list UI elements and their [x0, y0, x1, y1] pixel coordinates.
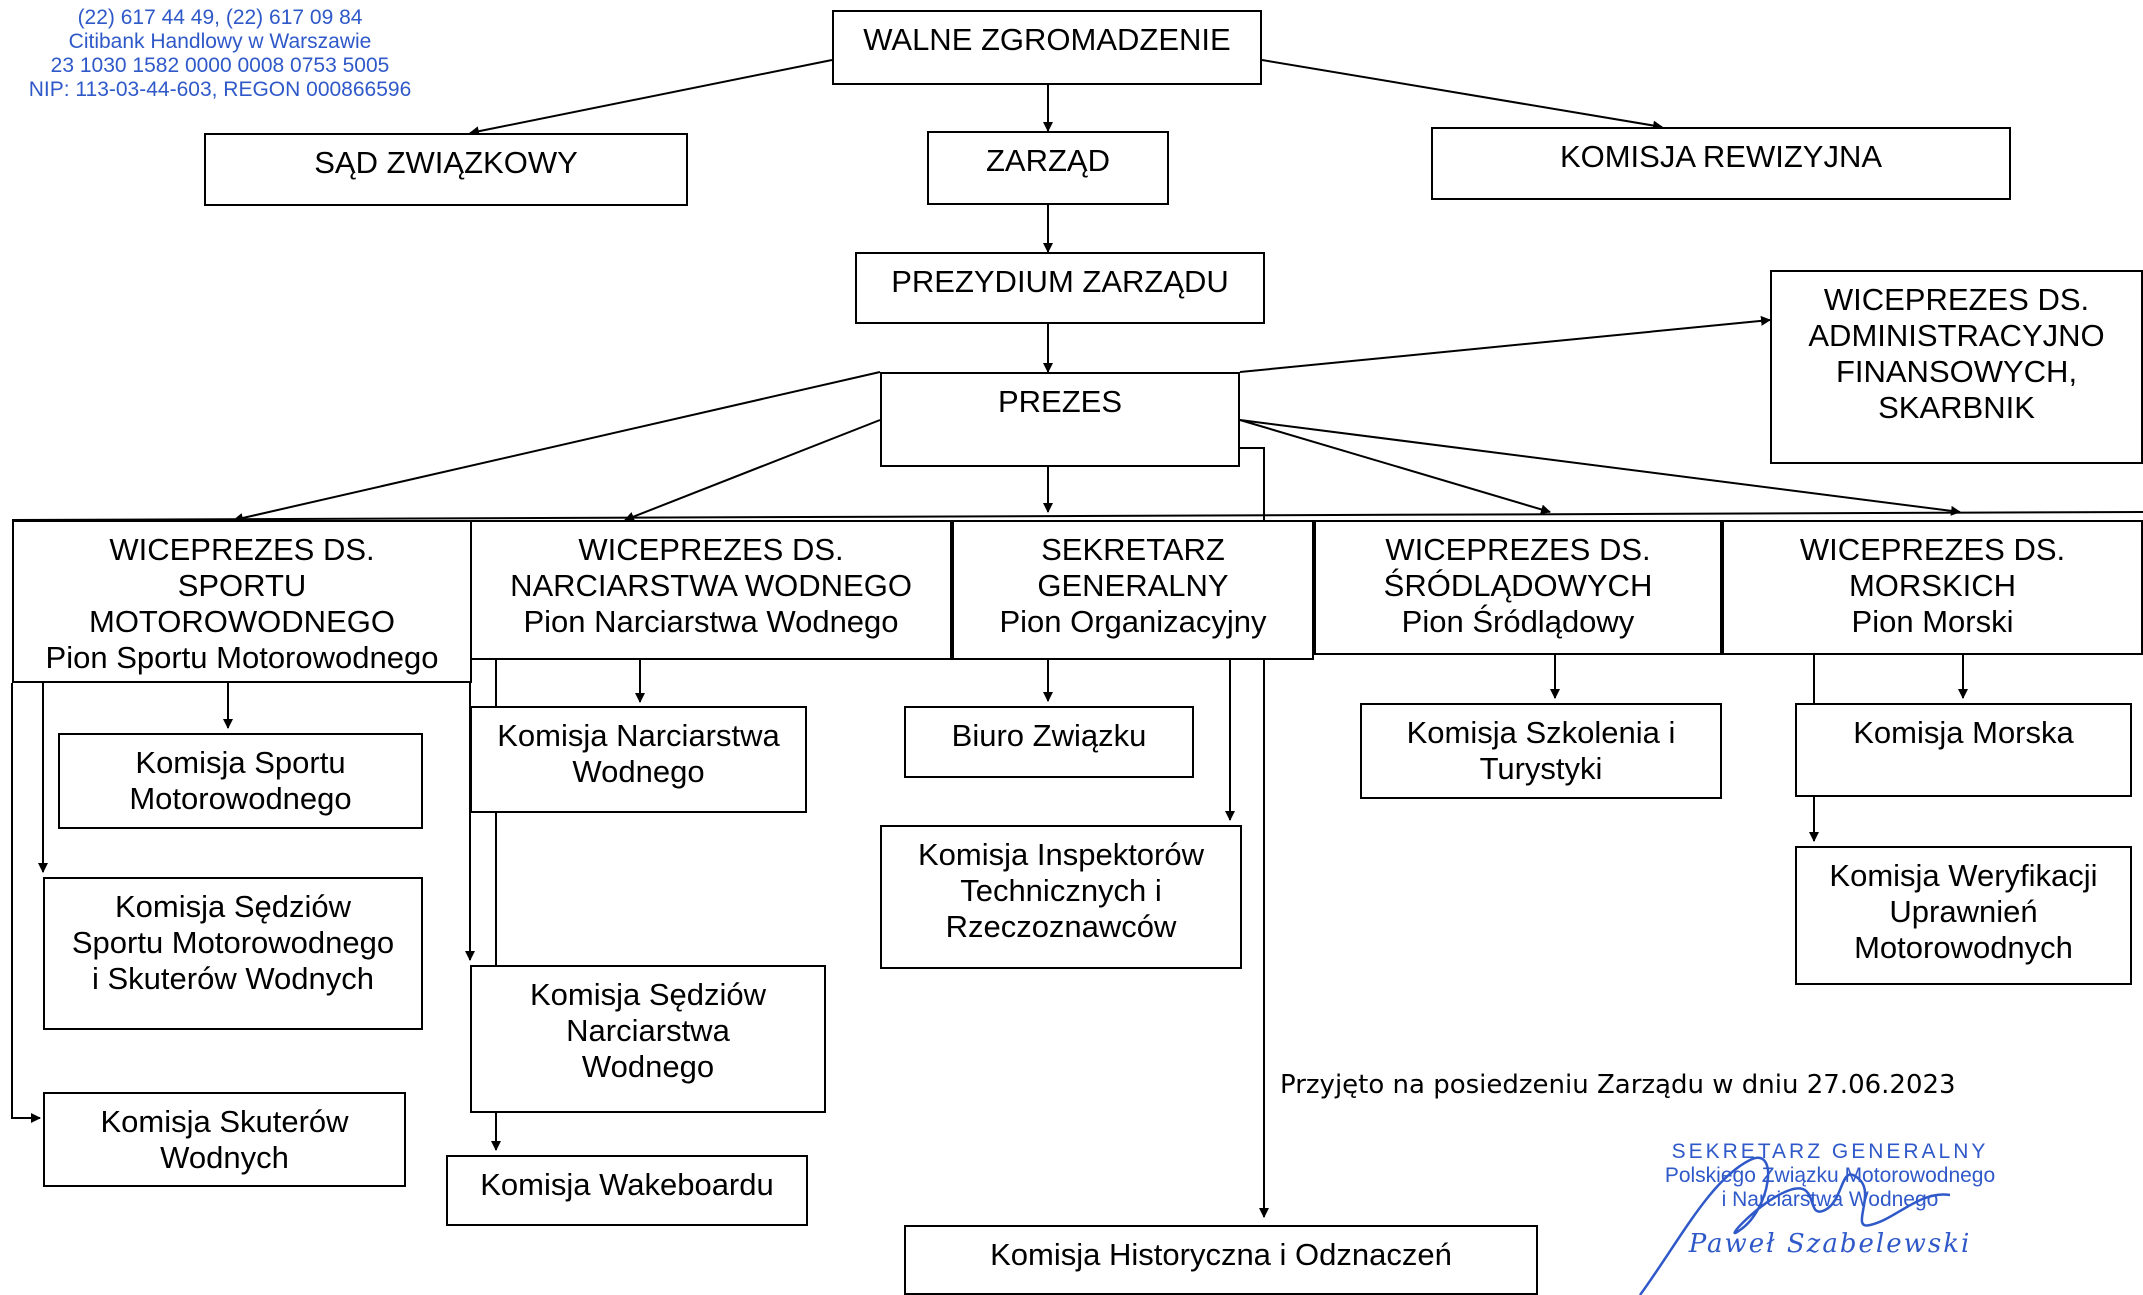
box-prezes-line: PREZES: [997, 384, 1123, 419]
link-prezes-narciarstwo: [624, 419, 881, 522]
link-walne-rewizyjna: [1261, 59, 1663, 131]
box-k-skuterow-line: Wodnych: [160, 1140, 289, 1175]
secretary-seal: SEKRETARZ GENERALNY Polskiego Związku Mo…: [1640, 1140, 2020, 1259]
seal-line-3: i Narciarstwa Wodnego: [1721, 1188, 1939, 1211]
box-vp-narciarstwo-line: Pion Narciarstwa Wodnego: [523, 604, 899, 639]
box-k-sedziow-narc-line: Komisja Sędziów: [529, 977, 767, 1012]
box-zarzad-line: ZARZĄD: [986, 143, 1110, 178]
seal-line-2: Polskiego Związku Motorowodnego: [1664, 1164, 1996, 1187]
link-prezes-historyczna: [1240, 447, 1269, 1218]
link-prezes-morskie: [1239, 419, 1961, 516]
box-vp-sport-line: MOTOROWODNEGO: [89, 604, 395, 639]
box-k-historyczna-line: Komisja Historyczna i Odznaczeń: [990, 1237, 1452, 1272]
signature-scribble: [1638, 1156, 1951, 1295]
box-vp-morskie-line: Pion Morski: [1851, 604, 2014, 639]
box-vp-morskie-line: WICEPREZES DS.: [1799, 532, 2066, 567]
box-k-sedziow-sport-line: Sportu Motorowodnego: [71, 925, 395, 960]
stamp-account: 23 1030 1582 0000 0008 0753 5005: [50, 54, 390, 77]
box-walne-line: WALNE ZGROMADZENIE: [863, 22, 1231, 57]
box-biuro-line: Biuro Związku: [951, 718, 1147, 753]
box-k-sport-line: Motorowodnego: [129, 781, 352, 816]
box-k-morska-line: Komisja Morska: [1853, 715, 2074, 750]
seal-signature-name: Paweł Szabelewski: [1688, 1229, 1972, 1259]
box-walne: WALNE ZGROMADZENIE: [832, 10, 1262, 85]
box-vp-admin-line: SKARBNIK: [1878, 390, 2035, 425]
link-sport-skuterow: [11, 683, 41, 1123]
link-prezes-admin: [1239, 315, 1771, 373]
box-prezydium-line: PREZYDIUM ZARZĄDU: [891, 264, 1229, 299]
box-k-skuterow-line: Komisja Skuterów: [100, 1104, 349, 1139]
box-vp-sport-line: WICEPREZES DS.: [109, 532, 375, 567]
box-k-sedziow-sport-line: i Skuterów Wodnych: [92, 961, 374, 996]
box-rewizyjna-line: KOMISJA REWIZYJNA: [1559, 139, 1883, 174]
box-vp-admin-line: ADMINISTRACYJNO: [1808, 318, 2105, 353]
box-k-weryfikacji-line: Motorowodnych: [1854, 930, 2073, 965]
adoption-note: Przyjęto na posiedzeniu Zarządu w dniu 2…: [1280, 1070, 1956, 1100]
box-k-narciarstwa-line: Wodnego: [572, 754, 705, 789]
link-prezes-sport: [233, 371, 881, 523]
box-zarzad: ZARZĄD: [927, 131, 1169, 205]
box-sekretarz-line: SEKRETARZ: [1041, 532, 1225, 567]
box-vp-sport-line: SPORTU: [177, 568, 307, 603]
box-k-szkolenia-line: Komisja Szkolenia i: [1406, 715, 1676, 750]
box-k-historyczna: Komisja Historyczna i Odznaczeń: [904, 1225, 1538, 1295]
stamp-bank: Citibank Handlowy w Warszawie: [68, 30, 372, 53]
stamp-ids: NIP: 113-03-44-603, REGON 000866596: [28, 78, 412, 101]
box-vp-admin-line: FINANSOWYCH,: [1835, 354, 2078, 389]
seal-line-1: SEKRETARZ GENERALNY: [1671, 1140, 1989, 1163]
box-vp-admin-line: WICEPREZES DS.: [1823, 282, 2090, 317]
box-k-inspektorow-line: Technicznych i: [960, 873, 1162, 908]
box-sekretarz-line: GENERALNY: [1037, 568, 1229, 603]
box-vp-morskie-line: MORSKICH: [1848, 568, 2017, 603]
box-k-inspektorow-line: Rzeczoznawców: [945, 909, 1177, 944]
link-prezes-srodladowe: [1239, 419, 1551, 515]
box-k-sedziow-sport-line: Komisja Sędziów: [114, 889, 352, 924]
box-sad: SĄD ZWIĄZKOWY: [204, 133, 688, 206]
box-k-wakeboardu-line: Komisja Wakeboardu: [480, 1167, 774, 1202]
box-vp-sport-line: Pion Sportu Motorowodnego: [45, 640, 439, 675]
box-vp-narciarstwo-line: NARCIARSTWA WODNEGO: [510, 568, 912, 603]
box-prezes: PREZES: [880, 372, 1240, 467]
box-k-sport-line: Komisja Sportu: [135, 745, 346, 780]
box-k-weryfikacji-line: Komisja Weryfikacji: [1829, 858, 2098, 893]
box-vp-narciarstwo-line: WICEPREZES DS.: [578, 532, 844, 567]
box-vp-srodladowe-line: Pion Śródlądowy: [1401, 604, 1635, 639]
box-vp-srodladowe-line: ŚRÓDLĄDOWYCH: [1383, 568, 1653, 603]
link-walne-sad: [469, 59, 833, 137]
stamp-phone: (22) 617 44 49, (22) 617 09 84: [77, 6, 363, 29]
box-k-inspektorow-line: Komisja Inspektorów: [917, 837, 1204, 872]
box-k-weryfikacji-line: Uprawnień: [1889, 894, 2038, 929]
box-k-wakeboardu: Komisja Wakeboardu: [446, 1155, 808, 1226]
box-k-szkolenia-line: Turystyki: [1479, 751, 1603, 786]
box-biuro: Biuro Związku: [904, 706, 1194, 778]
address-stamp: (22) 617 44 49, (22) 617 09 84 Citibank …: [0, 0, 440, 102]
box-sekretarz-line: Pion Organizacyjny: [999, 604, 1267, 639]
link-top-bar: [11, 511, 2143, 521]
box-prezydium: PREZYDIUM ZARZĄDU: [855, 252, 1265, 324]
box-k-sedziow-narc-line: Wodnego: [581, 1049, 715, 1084]
box-vp-srodladowe-line: WICEPREZES DS.: [1385, 532, 1651, 567]
box-k-narciarstwa-line: Komisja Narciarstwa: [497, 718, 780, 753]
box-sad-line: SĄD ZWIĄZKOWY: [314, 145, 578, 180]
box-rewizyjna: KOMISJA REWIZYJNA: [1431, 127, 2011, 200]
box-k-sedziow-narc-line: Narciarstwa: [566, 1013, 730, 1048]
box-k-morska: Komisja Morska: [1795, 703, 2132, 797]
